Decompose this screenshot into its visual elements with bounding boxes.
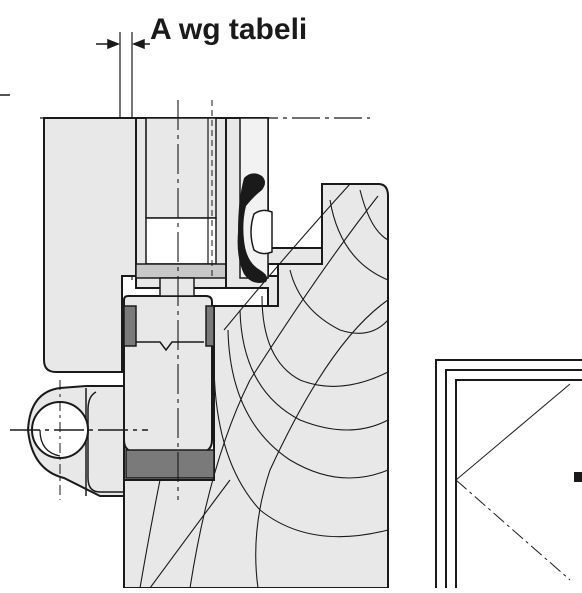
hinge-plate-left [123, 305, 137, 347]
dimension-label: A wg tabeli [150, 13, 308, 46]
hinge-notch [136, 341, 204, 352]
window-symbol [435, 359, 582, 593]
wooden-sash [123, 183, 389, 589]
window-handle [574, 472, 582, 482]
frame-profile [43, 117, 137, 373]
hinge-base-plate [125, 449, 215, 479]
dimension-arrow-right [131, 38, 145, 50]
hinge-housing-window [145, 217, 217, 265]
hinge-plate-right [205, 305, 215, 347]
hinge-pin [26, 385, 125, 497]
dimension-arrow-left [107, 38, 121, 50]
wood-grain [139, 183, 389, 589]
hinge-housing-upper [145, 117, 217, 219]
hinge-knuckle [123, 295, 213, 453]
hinge-neck [159, 277, 195, 297]
gasket-seal [237, 173, 273, 283]
